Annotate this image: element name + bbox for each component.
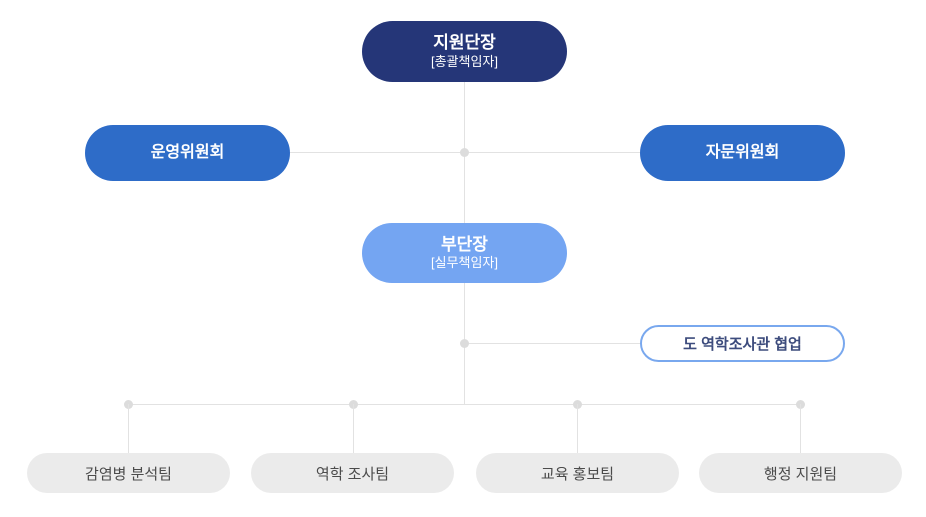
node-steering-committee: 운영위원회 (85, 125, 290, 181)
junction-dot-committees (460, 148, 469, 157)
node-steering-committee-label: 운영위원회 (150, 144, 225, 162)
node-deputy-director-label: 부단장 (441, 234, 488, 254)
node-team-epidemiology: 역학 조사팀 (251, 453, 454, 493)
node-team-admin-support-label: 행정 지원팀 (763, 465, 838, 483)
node-director: 지원단장 [총괄책임자] (362, 21, 567, 82)
connector-teams-horizontal (128, 404, 801, 405)
node-team-epidemiology-label: 역학 조사팀 (315, 465, 390, 483)
node-team-admin-support: 행정 지원팀 (699, 453, 902, 493)
node-deputy-director-sublabel: [실무책임자] (430, 255, 499, 271)
connector-team-1-drop (128, 404, 129, 453)
node-team-education-pr: 교육 홍보팀 (476, 453, 679, 493)
connector-team-3-drop (577, 404, 578, 453)
node-deputy-director: 부단장 [실무책임자] (362, 223, 567, 283)
junction-dot-collaboration (460, 339, 469, 348)
node-advisory-committee-label: 자문위원회 (705, 144, 780, 162)
connector-team-4-drop (800, 404, 801, 453)
node-advisory-committee: 자문위원회 (640, 125, 845, 181)
node-director-label: 지원단장 (433, 33, 496, 53)
node-collaboration-label: 도 역학조사관 협업 (683, 336, 802, 353)
node-collaboration: 도 역학조사관 협업 (640, 325, 845, 362)
node-team-analysis: 감염병 분석팀 (27, 453, 230, 493)
connector-collaboration (464, 343, 640, 344)
node-director-sublabel: [총괄책임자] (430, 53, 499, 69)
connector-team-2-drop (353, 404, 354, 453)
node-team-analysis-label: 감염병 분석팀 (85, 465, 172, 483)
node-team-education-pr-label: 교육 홍보팀 (540, 465, 615, 483)
